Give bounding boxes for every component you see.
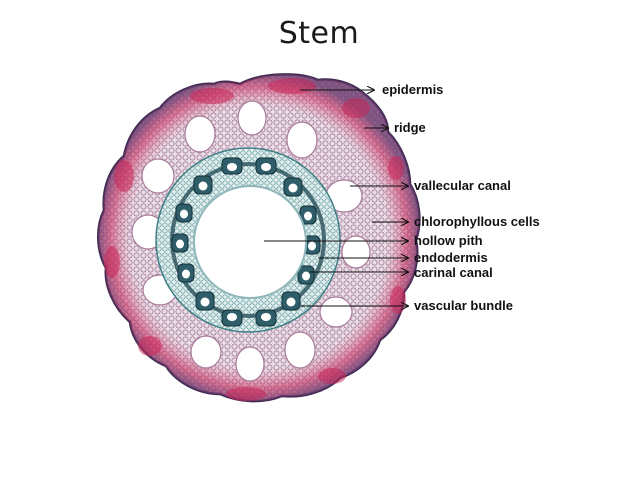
label-hollow-pith: hollow pith	[414, 233, 483, 248]
epidermis-pigment	[104, 78, 406, 401]
vascular-bundles	[171, 157, 321, 327]
slide-title: Stem	[278, 16, 360, 51]
label-vascular-bundle: vascular bundle	[414, 298, 513, 313]
label-chlorophyllous-cells: chlorophyllous cells	[414, 214, 540, 229]
label-vallecular-canal: vallecular canal	[414, 178, 511, 193]
label-ridge: ridge	[394, 120, 426, 135]
leader-lines	[264, 90, 408, 306]
label-carinal-canal: carinal canal	[414, 265, 493, 280]
carinal-canals	[176, 163, 316, 321]
label-endodermis: endodermis	[414, 250, 488, 265]
hollow-pith	[193, 185, 307, 299]
label-epidermis: epidermis	[382, 82, 443, 97]
vallecular-canals	[131, 100, 371, 382]
